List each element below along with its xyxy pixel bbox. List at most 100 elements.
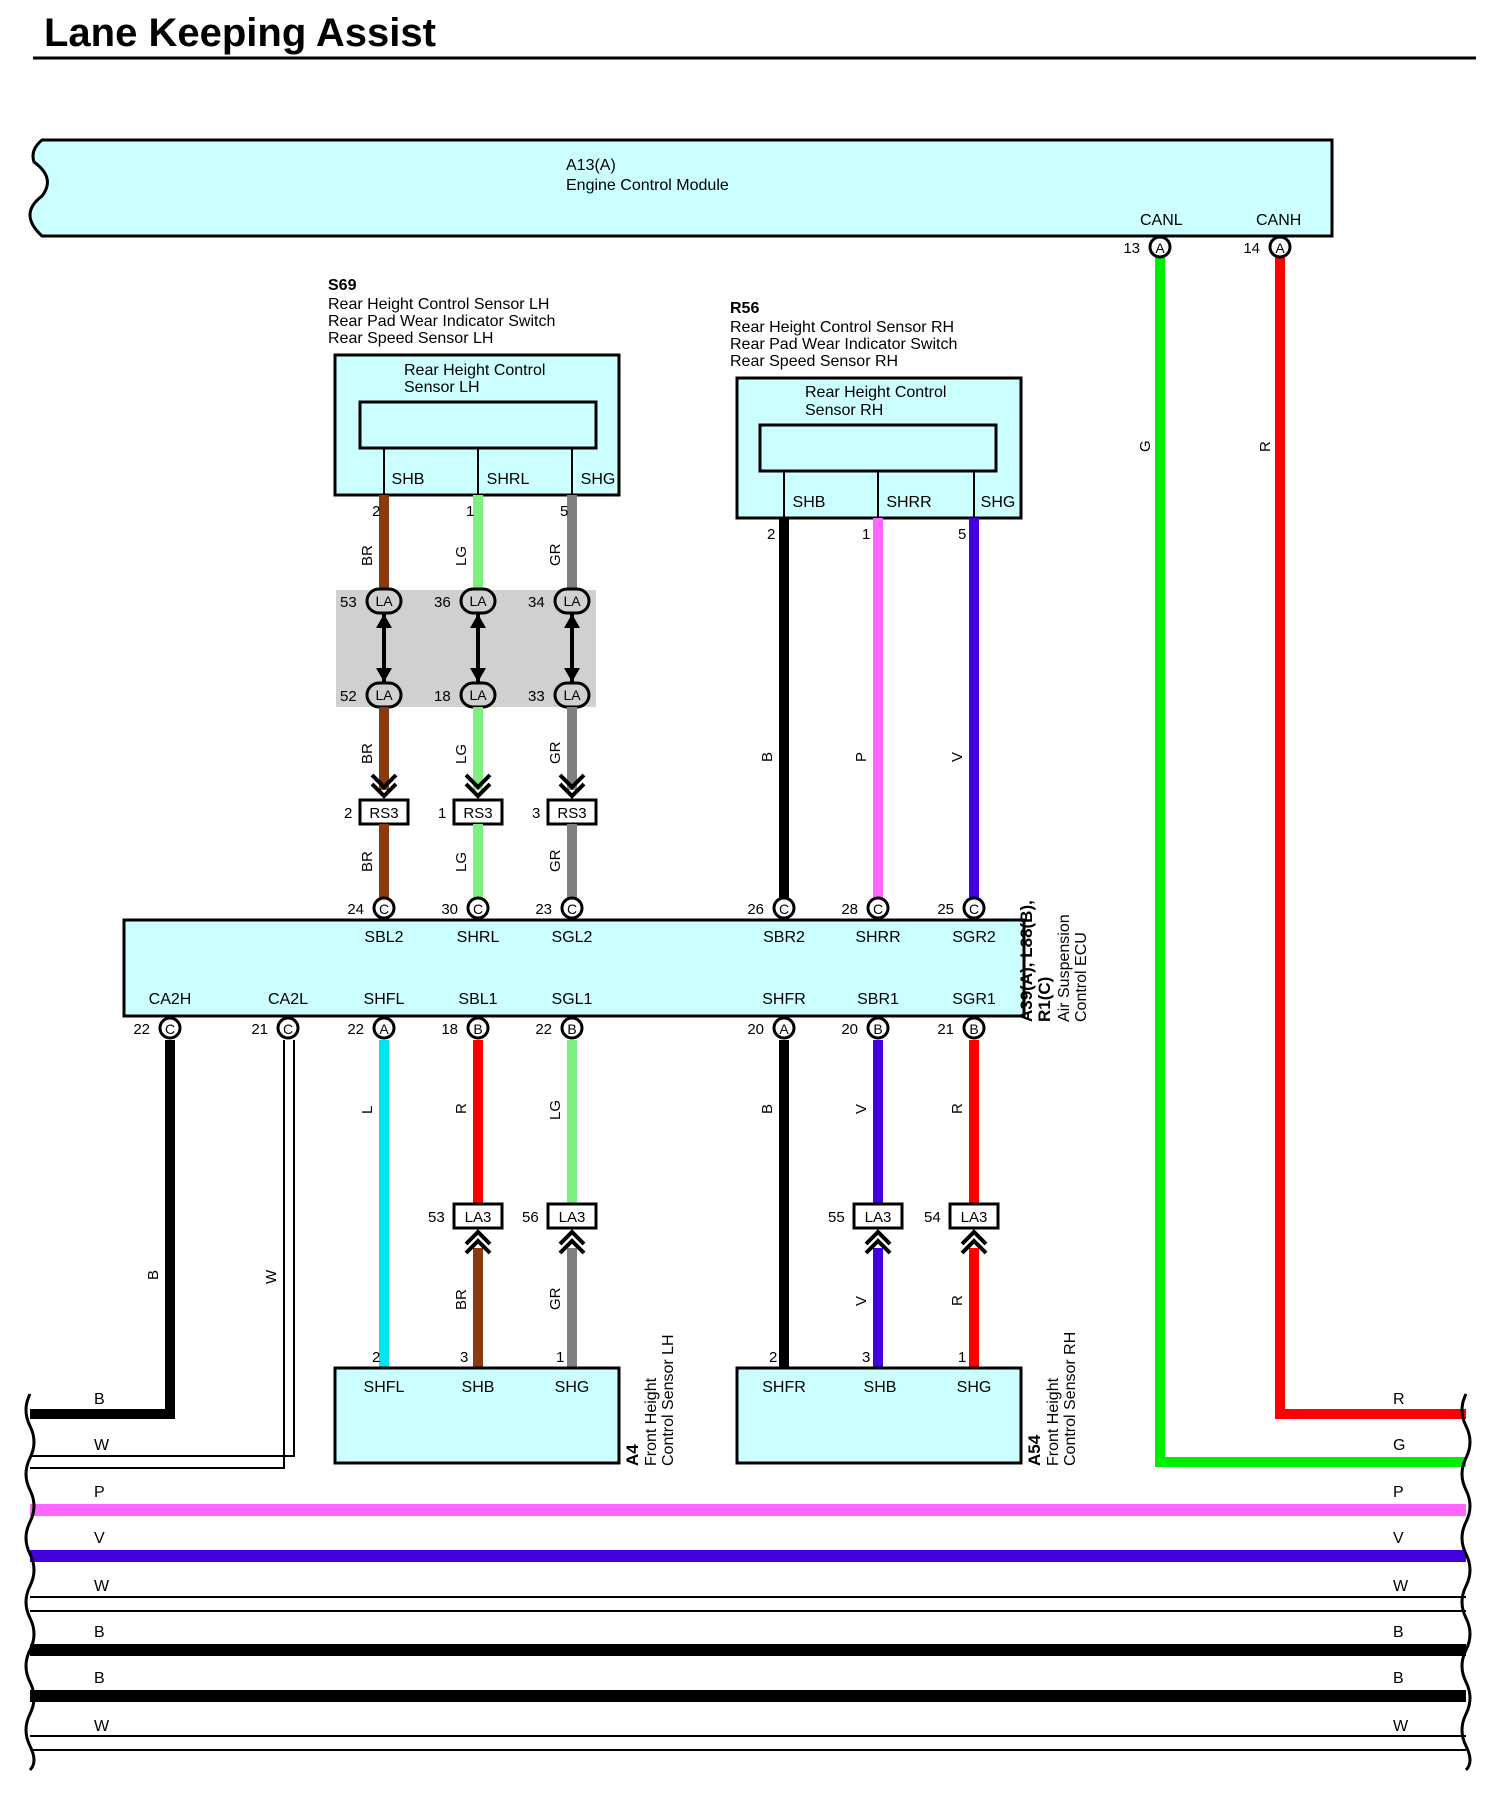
wire-label: R	[949, 1103, 966, 1114]
r56-pin-num-2: 1	[862, 526, 870, 543]
s69-line-1: Rear Height Control Sensor LH	[328, 296, 549, 313]
junction-num: 33	[528, 688, 545, 705]
ecu-bottom-pin: CA2L	[268, 991, 308, 1008]
ecu-bottom-conn: C	[165, 1021, 175, 1037]
s69-id: S69	[328, 277, 357, 294]
r56-inner-label-1: Rear Height Control	[805, 384, 946, 401]
ecu-bottom-conn: A	[779, 1021, 789, 1037]
wire-label: V	[853, 1296, 870, 1306]
junction-label: LA	[375, 687, 393, 703]
wire-ca2l-outline	[30, 1040, 285, 1469]
r56-line-3: Rear Speed Sensor RH	[730, 353, 898, 370]
ecu-name-2: Control ECU	[1073, 932, 1090, 1022]
r56-inner-box	[758, 423, 998, 473]
r56-line-1: Rear Height Control Sensor RH	[730, 319, 954, 336]
s69-pin-num-1: 2	[372, 503, 380, 520]
wire-label: GR	[547, 741, 564, 764]
connector-chevron	[864, 1229, 892, 1255]
a4-pin-num: 3	[460, 1349, 468, 1366]
wire-label-canh: R	[1257, 441, 1274, 452]
bus-label-left: B	[94, 1391, 105, 1408]
a54-id: A54	[1025, 1434, 1044, 1466]
bus-label-left: B	[94, 1624, 105, 1641]
rs3-num: 1	[438, 805, 446, 822]
ecu-bottom-num: 22	[535, 1021, 552, 1038]
junction-label: LA	[563, 593, 581, 609]
a4-pin: SHB	[462, 1379, 495, 1396]
break-line-right	[1460, 1393, 1472, 1772]
ecu-top-connectors	[372, 896, 986, 920]
ecu-top-num: 24	[347, 901, 364, 918]
ecu-name-1: Air Suspension	[1056, 914, 1073, 1022]
wire-label: GR	[547, 1287, 564, 1310]
r56-line-2: Rear Pad Wear Indicator Switch	[730, 336, 957, 353]
ecu-top-pin: SGR2	[952, 929, 996, 946]
bus-label-left: P	[94, 1484, 105, 1501]
ecm-pin-canh: CANH	[1256, 212, 1301, 229]
break-line-left	[24, 1393, 36, 1772]
junction-num: 36	[434, 594, 451, 611]
s69-line-3: Rear Speed Sensor LH	[328, 330, 493, 347]
wire-label: B	[759, 752, 776, 762]
ecm-connector-canl	[1148, 235, 1172, 259]
a4-name-2: Control Sensor LH	[660, 1334, 677, 1466]
ecu-top-num: 23	[535, 901, 552, 918]
bus-label-right: G	[1393, 1437, 1405, 1454]
wire-label: V	[853, 1104, 870, 1114]
bus-label-right: W	[1393, 1718, 1409, 1735]
ecm-name: Engine Control Module	[566, 177, 729, 194]
ecu-bottom-pin: SBL1	[458, 991, 497, 1008]
ecu-top-conn: C	[473, 901, 483, 917]
ecu-top-conn: C	[379, 901, 389, 917]
la3-label: LA3	[465, 1209, 492, 1226]
ecu-bottom-connectors	[158, 1016, 986, 1040]
wire-label: BR	[453, 1289, 470, 1310]
ecm-box	[28, 138, 1334, 238]
s69-inner-label-2: Sensor LH	[404, 379, 480, 396]
ecu-bottom-num: 18	[441, 1021, 458, 1038]
rs3-box	[358, 798, 410, 826]
ecu-bottom-num: 21	[251, 1021, 268, 1038]
a54-name-1: Front Height	[1045, 1377, 1062, 1466]
connector-chevron	[464, 773, 492, 799]
ecu-bottom-num: 22	[133, 1021, 150, 1038]
ecu-bottom-pin: SHFR	[762, 991, 806, 1008]
ecu-bottom-pin: SGR1	[952, 991, 996, 1008]
ecu-top-conn: C	[969, 901, 979, 917]
ecu-top-pin: SGL2	[552, 929, 593, 946]
junction-num: 34	[528, 594, 545, 611]
wire-ca2l-outline	[30, 1040, 295, 1457]
la3-box	[452, 1202, 504, 1230]
ecu-id-1: A39(A), L88(B),	[1017, 900, 1036, 1022]
bus-label-left: W	[94, 1578, 110, 1595]
bus-label-right: B	[1393, 1624, 1404, 1641]
ecu-top-num: 30	[441, 901, 458, 918]
r56-inner-label-2: Sensor RH	[805, 402, 883, 419]
a54-pin-num: 1	[958, 1349, 966, 1366]
r56-id: R56	[730, 300, 759, 317]
ecu-bottom-num: 21	[937, 1021, 954, 1038]
la3-label: LA3	[961, 1209, 988, 1226]
ecu-bottom-conn: C	[283, 1021, 293, 1037]
a54-pin: SHB	[864, 1379, 897, 1396]
s69-inner-box	[358, 400, 598, 450]
rs3-label: RS3	[463, 805, 492, 822]
wire-label: LG	[547, 1100, 564, 1120]
r56-pin-shg: SHG	[981, 494, 1016, 511]
wire-label: LG	[453, 546, 470, 566]
junction-label: LA	[469, 687, 487, 703]
la3-box	[852, 1202, 904, 1230]
ecm-pin-num-canh: 14	[1243, 240, 1260, 257]
junction-num: 52	[340, 688, 357, 705]
ecu-bottom-pin: SBR1	[857, 991, 899, 1008]
wire-label: R	[453, 1103, 470, 1114]
bus-label-right: W	[1393, 1578, 1409, 1595]
connector-chevron	[370, 773, 398, 799]
wire-label-ca2l: W	[263, 1269, 280, 1284]
rs3-box	[546, 798, 598, 826]
r56-pin-shb: SHB	[793, 494, 826, 511]
ecu-bottom-num: 20	[841, 1021, 858, 1038]
bus-label-right: V	[1393, 1530, 1404, 1547]
a4-pin: SHG	[555, 1379, 590, 1396]
